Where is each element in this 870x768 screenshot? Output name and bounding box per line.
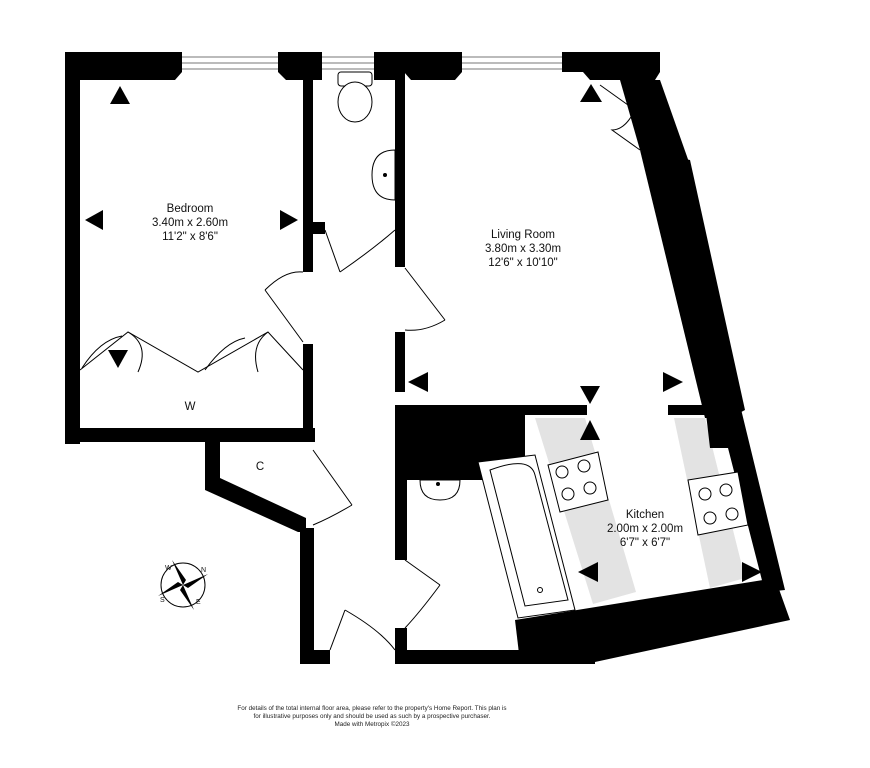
- hob-left-icon: [547, 451, 609, 513]
- compass-s: S: [160, 597, 165, 604]
- bedroom-dimensions-metric: 3.40m x 2.60m: [152, 217, 228, 229]
- door-swings: [264, 84, 641, 651]
- wardrobe-label: W: [185, 401, 196, 413]
- bedroom-label: Bedroom: [167, 203, 214, 215]
- compass-e: E: [196, 599, 201, 606]
- bath-icon: [477, 454, 576, 619]
- living-room-dimensions-imperial: 12'6" x 10'10": [488, 257, 557, 269]
- walls: [65, 52, 790, 664]
- disclaimer-line-3: Made with Metropix ©2023: [335, 720, 410, 728]
- cupboard-label: C: [256, 461, 264, 473]
- toilet-icon: [337, 71, 373, 123]
- compass-icon: N W E S: [158, 560, 208, 610]
- compass-n: N: [201, 567, 206, 574]
- living-room-dimensions-metric: 3.80m x 3.30m: [485, 243, 561, 255]
- windows: [180, 56, 565, 70]
- kitchen-dimensions-metric: 2.00m x 2.00m: [607, 523, 683, 535]
- compass-w: W: [165, 565, 172, 572]
- kitchen-dimensions-imperial: 6'7" x 6'7": [620, 537, 670, 549]
- disclaimer-line-2: for illustrative purposes only and shoul…: [254, 713, 491, 720]
- wardrobe-doors: [79, 331, 304, 373]
- basin-icon: [371, 149, 396, 201]
- dimension-arrows: [85, 84, 762, 582]
- disclaimer-line-1: For details of the total internal floor …: [237, 705, 506, 712]
- living-room-label: Living Room: [491, 229, 555, 241]
- basin-lower-icon: [419, 479, 461, 501]
- kitchen-label: Kitchen: [626, 509, 664, 521]
- bedroom-dimensions-imperial: 11'2" x 8'6": [162, 231, 218, 243]
- hob-right-icon: [687, 471, 749, 536]
